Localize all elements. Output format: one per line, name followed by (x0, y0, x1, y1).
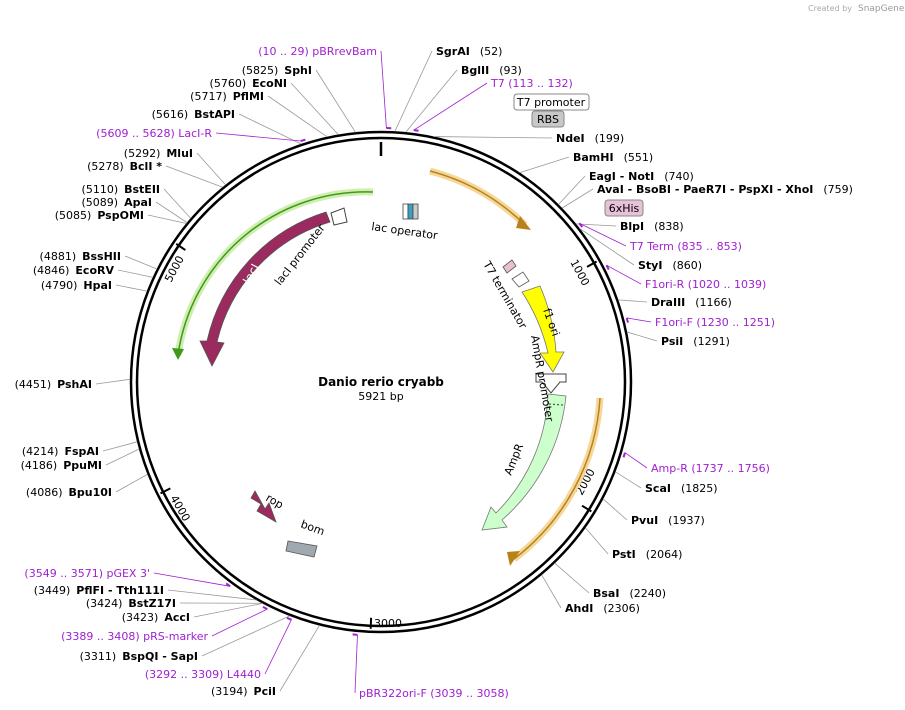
enzyme-site-6[interactable]: BlpI(838) (620, 220, 684, 233)
orf-arrowhead-top-right (516, 216, 531, 230)
enzyme-site-14[interactable]: AhdI(2306) (565, 602, 640, 615)
enzyme-site-21[interactable]: (4186)PpuMI (21, 459, 102, 472)
orf-arc-left-line (177, 191, 374, 356)
tick-2000 (581, 504, 592, 513)
primer-4[interactable]: F1ori-F (1230 .. 1251) (655, 316, 775, 329)
tick-4000 (160, 487, 171, 495)
enzyme-site-3[interactable]: BamHI(551) (573, 151, 653, 164)
primer-marks (225, 127, 629, 636)
primer-9[interactable]: (3549 .. 3571) pGEX 3' (24, 567, 150, 580)
enzyme-site-11[interactable]: PvuI(1937) (631, 514, 705, 527)
box-rbs[interactable]: RBS (531, 110, 565, 128)
orf-arrowhead-right (507, 551, 520, 566)
enzyme-site-22[interactable]: (4214)FspAI (22, 445, 99, 458)
label-leaders (95, 50, 658, 694)
feature-rop[interactable] (250, 490, 277, 523)
orf-arc-right-line (513, 397, 601, 560)
enzyme-site-9[interactable]: PsiI(1291) (661, 335, 730, 348)
enzyme-site-28[interactable]: (5089)ApaI (82, 196, 152, 209)
primer-0[interactable]: (10 .. 29) pBRrevBam (258, 45, 377, 58)
feature-f1-ori[interactable] (521, 285, 565, 373)
primer-7[interactable]: (3292 .. 3309) L4440 (145, 668, 261, 681)
feature-ampr-promoter[interactable] (535, 373, 567, 394)
enzyme-site-33[interactable]: (5717)PflMI (190, 90, 264, 103)
enzyme-site-5[interactable]: AvaI - BsoBI - PaeR7I - PspXI - XhoI(759… (597, 183, 853, 196)
svg-text:T7 promoter: T7 promoter (516, 96, 586, 109)
label-bom: bom (299, 518, 326, 539)
primer-10[interactable]: (5609 .. 5628) LacI-R (96, 127, 212, 140)
feature-ampr[interactable] (481, 393, 567, 531)
enzyme-site-8[interactable]: DraIII(1166) (651, 296, 732, 309)
enzyme-site-13[interactable]: BsaI(2240) (593, 587, 666, 600)
plasmid-length: 5921 bp (358, 390, 403, 403)
enzyme-site-0[interactable]: SgrAI(52) (436, 45, 502, 58)
orf-arrowhead-left (172, 348, 184, 360)
enzyme-site-4[interactable]: EagI - NotI(740) (589, 170, 694, 183)
enzyme-site-27[interactable]: (5085)PspOMI (55, 209, 144, 222)
feature-lacI-promoter[interactable] (330, 207, 348, 226)
primer-6[interactable]: pBR322ori-F (3039 .. 3058) (359, 687, 509, 700)
box-6xhis[interactable]: 6xHis (604, 199, 644, 217)
enzyme-site-20[interactable]: (4086)Bpu10I (26, 486, 112, 499)
enzyme-site-18[interactable]: (3424)BstZ17I (86, 597, 176, 610)
enzyme-site-12[interactable]: PstI(2064) (612, 548, 682, 561)
tick-5000 (175, 243, 186, 251)
enzyme-site-19[interactable]: (3449)PflFI - Tth111I (34, 584, 164, 597)
enzyme-site-30[interactable]: (5278)BclI * (87, 160, 162, 173)
orf-arc-top-right (429, 167, 528, 228)
label-lac-operator: lac operator (371, 220, 439, 242)
enzyme-site-23[interactable]: (4451)PshAI (15, 378, 92, 391)
tick-label-3000: 3000 (374, 617, 402, 630)
tick-1000 (586, 260, 598, 268)
feature-t7-terminator[interactable] (502, 259, 530, 288)
feature-ori[interactable] (285, 540, 318, 558)
enzyme-site-26[interactable]: (4881)BssHII (40, 250, 121, 263)
svg-text:RBS: RBS (537, 113, 559, 126)
enzyme-site-31[interactable]: (5292)MluI (124, 147, 193, 160)
enzyme-site-35[interactable]: (5825)SphI (242, 64, 312, 77)
feature-lacI[interactable] (199, 211, 331, 367)
enzyme-site-24[interactable]: (4790)HpaI (41, 279, 112, 292)
primer-1[interactable]: T7 (113 .. 132) (490, 77, 573, 90)
enzyme-site-25[interactable]: (4846)EcoRV (33, 264, 115, 277)
enzyme-site-17[interactable]: (3423)AccI (122, 611, 190, 624)
enzyme-site-2[interactable]: NdeI(199) (556, 132, 624, 145)
svg-text:6xHis: 6xHis (609, 202, 640, 215)
enzyme-site-34[interactable]: (5760)EcoNI (210, 77, 287, 90)
orf-arc-top-right-line (429, 170, 526, 226)
credit-brand[interactable]: SnapGene (858, 4, 905, 14)
credit-prefix: Created by (808, 4, 852, 13)
plasmid-title: Danio rerio cryabb (318, 375, 444, 389)
enzyme-site-1[interactable]: BglII(93) (461, 64, 522, 77)
enzyme-site-7[interactable]: StyI(860) (638, 259, 702, 272)
primer-3[interactable]: F1ori-R (1020 .. 1039) (645, 278, 766, 291)
tick-label-1000: 1000 (567, 257, 592, 288)
feature-lac-operator[interactable] (402, 203, 419, 220)
primer-5[interactable]: Amp-R (1737 .. 1756) (651, 462, 770, 475)
enzyme-site-16[interactable]: (3311)BspQI - SapI (80, 650, 198, 663)
box-t7-promoter[interactable]: T7 promoter (513, 93, 590, 111)
enzyme-site-15[interactable]: (3194)PciI (211, 685, 276, 698)
site-labels: SgrAI(52) BglII(93) NdeI(199) BamHI(551) Eag… (15, 45, 853, 700)
primer-8[interactable]: (3389 .. 3408) pRS-marker (61, 630, 208, 643)
orf-arcs (172, 167, 604, 566)
label-ampr: AmpR (502, 441, 526, 477)
enzyme-site-32[interactable]: (5616)BstAPI (152, 108, 235, 121)
enzyme-site-10[interactable]: ScaI(1825) (645, 482, 718, 495)
backbone (129, 130, 633, 634)
enzyme-site-29[interactable]: (5110)BstEII (82, 183, 160, 196)
primer-2[interactable]: T7 Term (835 .. 853) (629, 240, 742, 253)
